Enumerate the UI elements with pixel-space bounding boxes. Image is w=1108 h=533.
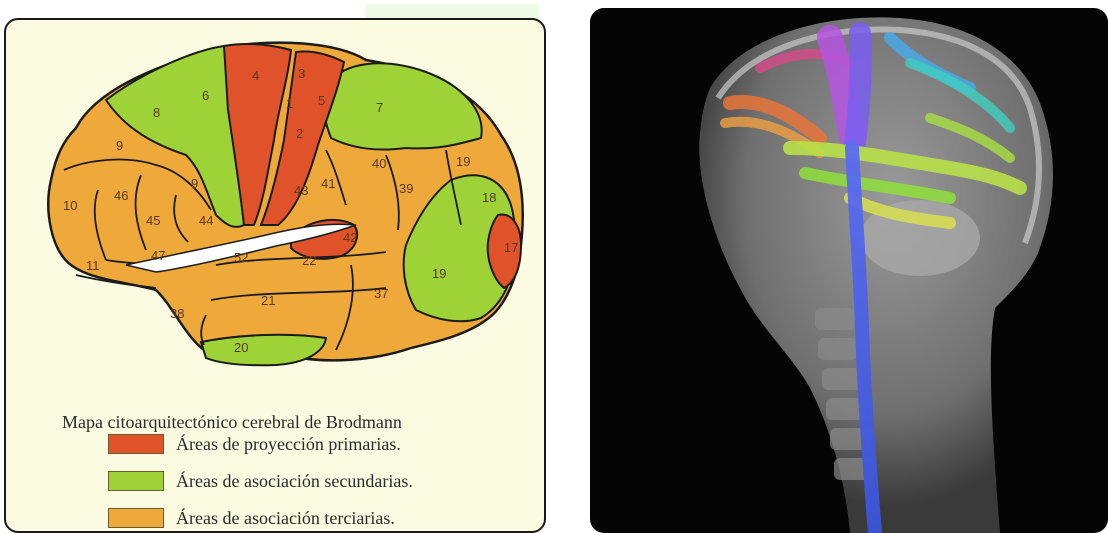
legend-item-primary: Áreas de proyección primarias. bbox=[108, 432, 401, 456]
legend-swatch-tertiary bbox=[108, 508, 164, 528]
area-label-37: 37 bbox=[374, 286, 388, 301]
area-label-22: 22 bbox=[302, 253, 316, 268]
area-label-10: 10 bbox=[63, 198, 77, 213]
brodmann-brain-diagram: 4 3 1 2 5 7 6 8 9 46 10 45 44 47 11 43 4… bbox=[6, 20, 546, 533]
area-label-11: 11 bbox=[86, 258, 100, 273]
area-label-42: 42 bbox=[343, 230, 357, 245]
area-label-3: 3 bbox=[298, 66, 305, 81]
mri-tractography-image bbox=[590, 8, 1108, 533]
mri-tractography-panel bbox=[590, 8, 1108, 533]
area-label-2: 2 bbox=[296, 126, 303, 141]
head-silhouette bbox=[699, 17, 1053, 533]
area-label-44: 44 bbox=[199, 213, 213, 228]
area-label-20: 20 bbox=[234, 340, 248, 355]
area-label-9: 9 bbox=[116, 138, 123, 153]
area-label-19-upper: 19 bbox=[456, 154, 470, 169]
area-20-region bbox=[201, 335, 326, 365]
area-label-19-lower: 19 bbox=[432, 266, 446, 281]
area-label-47: 47 bbox=[151, 248, 165, 263]
area-label-40: 40 bbox=[372, 156, 386, 171]
area-label-1: 1 bbox=[286, 96, 293, 111]
area-label-46: 46 bbox=[114, 188, 128, 203]
area-label-38: 38 bbox=[170, 306, 184, 321]
legend-swatch-secondary bbox=[108, 471, 164, 491]
area-label-52: 52 bbox=[234, 250, 248, 265]
brodmann-map-panel: 4 3 1 2 5 7 6 8 9 46 10 45 44 47 11 43 4… bbox=[4, 18, 546, 533]
area-label-7: 7 bbox=[376, 100, 383, 115]
legend-item-secondary: Áreas de asociación secundarias. bbox=[108, 469, 413, 493]
area-5-7-region bbox=[324, 63, 482, 149]
area-label-21: 21 bbox=[261, 293, 275, 308]
legend-swatch-primary bbox=[108, 434, 164, 454]
area-label-6: 6 bbox=[202, 88, 209, 103]
area-label-4: 4 bbox=[252, 68, 259, 83]
area-label-45: 45 bbox=[146, 213, 160, 228]
map-caption: Mapa citoarquitectónico cerebral de Brod… bbox=[62, 412, 402, 433]
area-label-5: 5 bbox=[318, 93, 325, 108]
area-label-41: 41 bbox=[321, 176, 335, 191]
area-label-18: 18 bbox=[482, 190, 496, 205]
area-label-8: 8 bbox=[153, 105, 160, 120]
area-label-39: 39 bbox=[399, 181, 413, 196]
legend-label-tertiary: Áreas de asociación terciarias. bbox=[176, 508, 395, 529]
area-label-43: 43 bbox=[294, 183, 308, 198]
legend-label-secondary: Áreas de asociación secundarias. bbox=[176, 471, 413, 492]
area-label-9-lower: 9 bbox=[191, 176, 198, 191]
area-label-17: 17 bbox=[504, 240, 518, 255]
legend-item-tertiary: Áreas de asociación terciarias. bbox=[108, 506, 395, 530]
legend-label-primary: Áreas de proyección primarias. bbox=[176, 434, 401, 455]
